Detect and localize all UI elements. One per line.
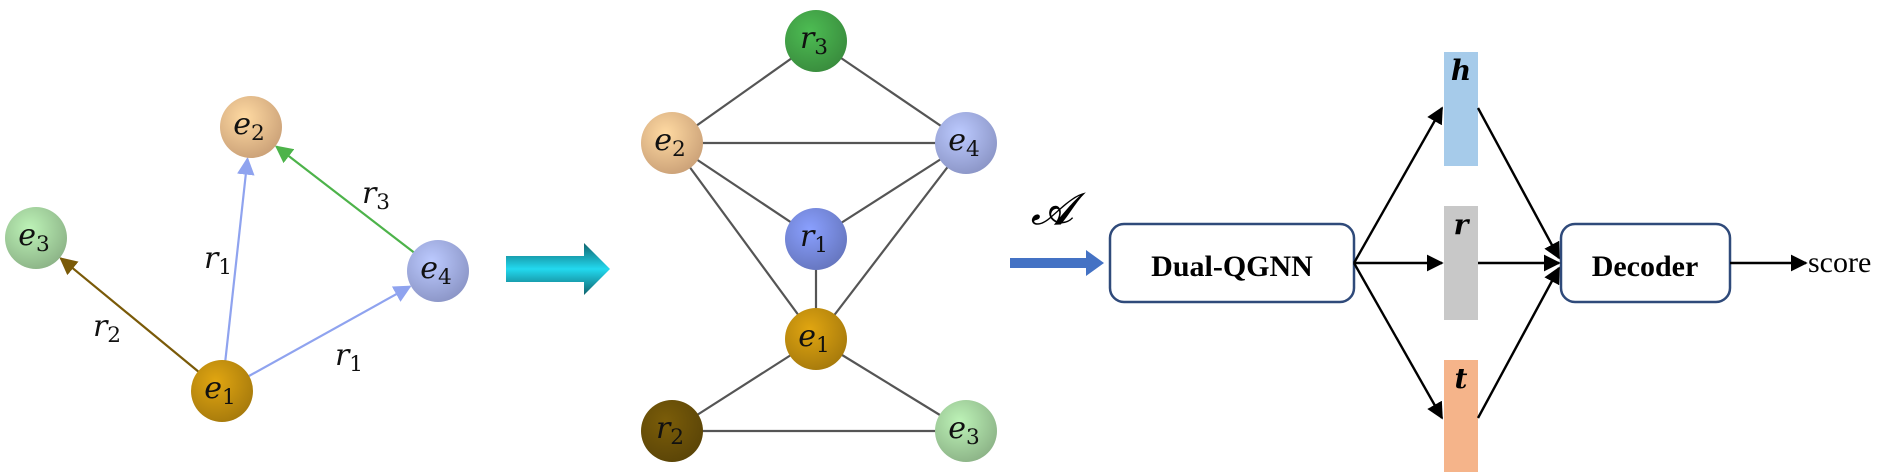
quaternion-graph: r3 e2 e4 r1 e1 r2 e3 xyxy=(641,10,997,462)
node-label-e1: e1 xyxy=(204,371,236,410)
arrow-encoder-to-t xyxy=(1352,262,1444,420)
embedding-label-r: r xyxy=(1454,208,1471,241)
node-label-r3: r3 xyxy=(800,21,828,60)
edge-label-r2: r2 xyxy=(93,309,121,348)
input-knowledge-graph: r2 r1 r1 r3 e2 e3 e4 e1 xyxy=(5,96,469,422)
node-e2: e2 xyxy=(220,96,282,158)
decoder-label: Decoder xyxy=(1592,250,1699,283)
node-label-e4: e4 xyxy=(420,251,452,290)
encoder-box: Dual-QGNN xyxy=(1108,222,1356,304)
input-symbol: 𝓐 xyxy=(1031,184,1087,235)
model-pipeline: 𝓐 Dual-QGNN Decoder h r t score xyxy=(1010,52,1871,472)
edge-label-r1: r1 xyxy=(335,338,363,377)
arrow-h-to-decoder xyxy=(1476,107,1561,260)
edge-label-r1: r1 xyxy=(204,241,232,280)
embedding-label-t: t xyxy=(1455,362,1468,395)
edge-e1-e2 xyxy=(223,157,255,365)
embedding-r: r xyxy=(1444,206,1478,320)
node-label-e3: e3 xyxy=(18,218,50,257)
transform-arrow xyxy=(506,243,610,295)
node-e4: e4 xyxy=(407,240,469,302)
arrow-t-to-decoder xyxy=(1476,266,1561,419)
embedding-label-h: h xyxy=(1451,54,1471,87)
edge-e1-e3 xyxy=(59,257,202,375)
node-label-r1: r1 xyxy=(800,219,828,258)
embedding-t: t xyxy=(1444,360,1478,472)
score-label: score xyxy=(1808,246,1871,279)
node-e1: e1 xyxy=(191,360,253,422)
node-label-e4: e4 xyxy=(948,123,980,162)
node-label-e1: e1 xyxy=(798,319,830,358)
node-r2: r2 xyxy=(641,400,703,462)
edge-e2-e1 xyxy=(671,142,817,340)
arrow-encoder-to-h xyxy=(1352,106,1444,264)
node-label-e2: e2 xyxy=(233,107,265,146)
decoder-box: Decoder xyxy=(1559,222,1732,304)
encoder-label: Dual-QGNN xyxy=(1151,250,1313,283)
input-arrow xyxy=(1010,250,1104,276)
node-label-r2: r2 xyxy=(656,411,684,450)
node-e2: e2 xyxy=(641,112,703,174)
node-label-e3: e3 xyxy=(948,411,980,450)
edge-e4-e2 xyxy=(274,145,418,256)
node-r3: r3 xyxy=(785,10,847,72)
embedding-h: h xyxy=(1444,52,1478,166)
edge-label-r3: r3 xyxy=(362,176,390,215)
edge-e1-e4 xyxy=(245,285,412,379)
node-e3: e3 xyxy=(935,400,997,462)
transform-arrow-shape xyxy=(506,243,610,295)
node-r1: r1 xyxy=(785,208,847,270)
edge-e4-e1 xyxy=(815,142,967,340)
node-e3: e3 xyxy=(5,207,67,269)
node-e1: e1 xyxy=(785,308,847,370)
node-label-e2: e2 xyxy=(654,123,686,162)
node-e4: e4 xyxy=(935,112,997,174)
